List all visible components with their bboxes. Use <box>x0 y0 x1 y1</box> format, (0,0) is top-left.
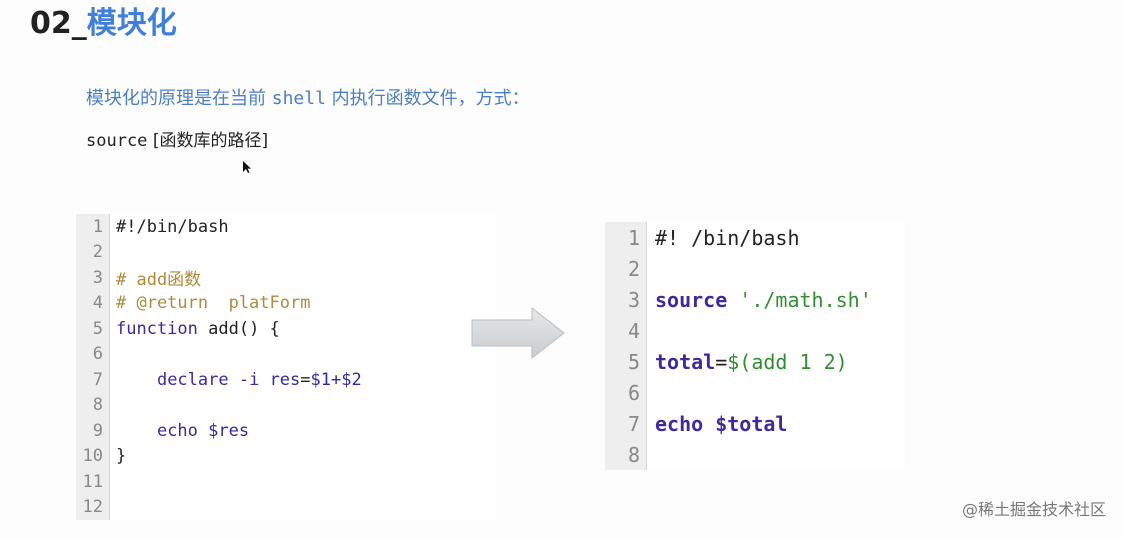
code-text: #!/bin/bash <box>116 216 229 237</box>
code-line: 11 <box>76 469 496 495</box>
code-text: } <box>116 446 127 467</box>
code-operator: = <box>715 349 728 374</box>
line-number: 10 <box>76 443 110 469</box>
source-argument: [函数库的路径] <box>147 131 269 151</box>
code-keyword: echo <box>655 411 704 436</box>
code-line: 7 declare -i res=$1+$2 <box>76 367 496 393</box>
description-prefix: 模块化的原理是在当前 <box>86 88 272 109</box>
code-keyword: echo <box>156 420 198 441</box>
code-variable: res <box>269 369 301 390</box>
code-line: 4 # @return platForm <box>76 290 496 316</box>
source-keyword: source <box>86 131 148 151</box>
code-comment: # add函数 <box>116 270 202 291</box>
code-line: 12 <box>76 494 496 520</box>
code-flag: -i <box>228 369 270 390</box>
slide-title: 02_模块化 <box>30 4 177 44</box>
code-line: 6 <box>605 377 905 408</box>
code-line: 3 source './math.sh' <box>605 284 905 315</box>
code-line: 5 function add() { <box>76 316 496 342</box>
line-number: 1 <box>605 222 647 253</box>
description-suffix: 内执行函数文件，方式： <box>325 88 530 109</box>
line-number: 4 <box>605 315 647 346</box>
line-number: 11 <box>76 469 110 495</box>
math-sh-code-block: 1 #!/bin/bash 2 3 # add函数 4 # @return platF… <box>76 214 496 520</box>
code-line: 2 <box>76 239 496 265</box>
code-line: 10} <box>76 443 496 469</box>
line-number: 7 <box>605 408 647 439</box>
slide-title-text: 模块化 <box>86 6 177 41</box>
line-number: 1 <box>76 214 110 240</box>
code-line: 6 <box>76 341 496 367</box>
line-number: 3 <box>605 284 647 315</box>
code-indent <box>116 421 157 441</box>
code-line: 1 #! /bin/bash <box>605 222 905 253</box>
code-line: 7 echo $total <box>605 408 905 439</box>
source-syntax-line: source [函数库的路径] <box>86 128 268 154</box>
code-operator: = <box>300 369 311 390</box>
line-number: 7 <box>76 367 110 393</box>
code-comment: # @return platForm <box>116 293 311 314</box>
code-variable: $res <box>197 420 250 441</box>
line-number: 6 <box>605 377 647 408</box>
code-line: 1 #!/bin/bash <box>76 214 496 240</box>
line-number: 8 <box>605 439 647 470</box>
code-line: 5 total=$(add 1 2) <box>605 346 905 377</box>
code-variable: total <box>655 349 716 374</box>
code-line: 8 <box>605 439 905 470</box>
line-number: 4 <box>76 290 110 316</box>
line-number: 2 <box>76 239 110 265</box>
slide-title-number: 02_ <box>30 6 87 41</box>
code-keyword: declare <box>156 369 229 390</box>
line-number: 12 <box>76 494 110 520</box>
code-text: add() { <box>197 318 280 339</box>
line-number: 5 <box>605 346 647 377</box>
line-number: 6 <box>76 341 110 367</box>
line-number: 3 <box>76 265 110 291</box>
code-text: #! /bin/bash <box>655 225 800 250</box>
right-arrow-icon <box>471 306 565 360</box>
code-string: $(add 1 2) <box>727 349 848 374</box>
code-line: 8 <box>76 392 496 418</box>
mouse-cursor-icon <box>243 161 251 173</box>
code-keyword: function <box>116 318 198 339</box>
code-value: $1+$2 <box>310 369 362 390</box>
code-line: 3 # add函数 <box>76 265 496 291</box>
code-line: 2 <box>605 253 905 284</box>
code-keyword: source <box>655 287 728 312</box>
description-text: 模块化的原理是在当前 shell 内执行函数文件，方式： <box>86 86 530 112</box>
watermark: @稀土掘金技术社区 <box>961 500 1106 519</box>
code-variable: $total <box>703 411 788 436</box>
code-string: './math.sh' <box>727 287 872 312</box>
line-number: 9 <box>76 418 110 444</box>
description-code: shell <box>271 88 326 109</box>
line-number: 5 <box>76 316 110 342</box>
line-number: 8 <box>76 392 110 418</box>
code-line: 9 echo $res <box>76 418 496 444</box>
line-number: 2 <box>605 253 647 284</box>
code-indent <box>116 370 157 390</box>
code-line: 4 <box>605 315 905 346</box>
